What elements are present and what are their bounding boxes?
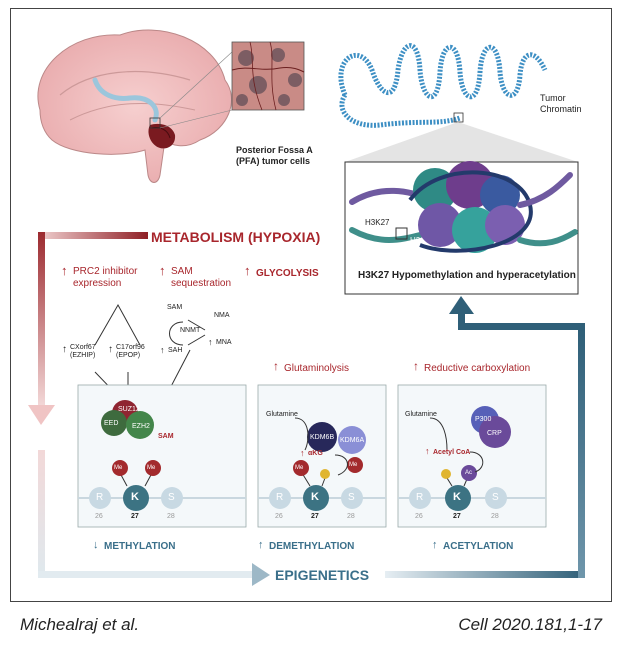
cycle-nma: NMA — [214, 312, 230, 319]
up-arrow-acetylcoa: ↑ — [425, 446, 430, 456]
c17orf96-line2: (EPOP) — [116, 352, 141, 359]
glycolysis-label: GLYCOLYSIS — [256, 268, 319, 279]
ac-badge: Ac — [465, 470, 473, 476]
kdm6b-label: KDM6B — [310, 434, 335, 441]
sam-seq-line2: sequestration — [171, 278, 232, 289]
akg-label: αKG — [308, 450, 323, 457]
tumor-tissue-inset — [231, 41, 305, 111]
cxorf67-line1: CXorf67 — [70, 344, 96, 351]
me-badge-2: Me — [147, 465, 156, 471]
glutaminolysis-label: Glutaminolysis — [284, 363, 350, 374]
up-arrow-reductive: ↑ — [413, 359, 419, 373]
eed-label: EED — [104, 420, 119, 427]
acetyl-coa-label: Acetyl CoA — [433, 449, 471, 456]
prc2-line2: expression — [73, 278, 122, 289]
tumor-chromatin-line1: Tumor — [540, 93, 566, 103]
num-28-1: 28 — [167, 513, 175, 520]
num-26-1: 26 — [95, 513, 103, 520]
nucleosome-panel — [344, 161, 579, 295]
cxorf67-line2: (EZHIP) — [70, 352, 96, 359]
cycle-nnmt: NNMT — [180, 327, 201, 334]
up-arrow-glutaminolysis: ↑ — [273, 359, 279, 373]
brain-illustration — [37, 29, 233, 183]
acetylation-footer: ACETYLATION — [443, 541, 514, 552]
residue-r-2: R — [276, 492, 284, 503]
panel1-sam-label: SAM — [158, 433, 174, 440]
methylation-footer: METHYLATION — [104, 541, 176, 552]
residue-s-2: S — [348, 492, 355, 503]
up-arrow-acetylation: ↑ — [432, 539, 438, 551]
up-arrow-cxorf67: ↑ — [62, 344, 67, 355]
authors-citation: Michealraj et al. — [20, 615, 140, 634]
pfa-title-line1: Posterior Fossa A — [236, 145, 313, 155]
tumor-chromatin-line2: Chromatin — [540, 104, 582, 114]
up-arrow-demethylation: ↑ — [258, 539, 264, 551]
tumor-chromatin-fiber — [338, 43, 578, 162]
prc2-line1: PRC2 inhibitor — [73, 266, 138, 277]
residue-r-1: R — [96, 492, 104, 503]
up-arrow-akg: ↑ — [300, 448, 305, 458]
panel2-glutamine: Glutamine — [266, 411, 298, 418]
panel-methylation — [77, 384, 247, 528]
up-arrow-prc2: ↑ — [61, 263, 68, 278]
down-arrow-methylation: ↓ — [93, 539, 99, 551]
cycle-mna: MNA — [216, 339, 232, 346]
panel-acetylation — [397, 384, 547, 528]
up-arrow-sah: ↑ — [160, 345, 165, 355]
pfa-title-line2: (PFA) tumor cells — [236, 156, 311, 166]
demethylation-footer: DEMETHYLATION — [269, 541, 355, 552]
num-28-3: 28 — [491, 513, 499, 520]
num-26-3: 26 — [415, 513, 423, 520]
crp-label: CRP — [487, 430, 502, 437]
num-26-2: 26 — [275, 513, 283, 520]
up-arrow-mna: ↑ — [208, 337, 213, 347]
c17orf96-line1: C17orf96 — [116, 344, 145, 351]
h3k27-label: H3K27 — [365, 218, 390, 227]
metabolism-arrow — [28, 232, 148, 425]
me-badge-4: Me — [349, 462, 358, 468]
reductive-carboxylation-label: Reductive carboxylation — [424, 363, 531, 374]
p300-label: P300 — [475, 416, 492, 423]
nucleosome-caption: H3K27 Hypomethylation and hyperacetylati… — [358, 270, 576, 281]
residue-s-1: S — [168, 492, 175, 503]
kdm6a-label: KDM6A — [340, 437, 365, 444]
num-27-2: 27 — [311, 513, 319, 520]
residue-k-3: K — [453, 491, 461, 503]
residue-s-3: S — [492, 492, 499, 503]
epigenetics-label: EPIGENETICS — [275, 567, 370, 583]
up-arrow-sam: ↑ — [159, 263, 166, 278]
cycle-sah: SAH — [168, 347, 183, 354]
h3-label: H3 — [410, 236, 421, 245]
epigenetics-arrow — [38, 296, 585, 586]
cycle-sam: SAM — [167, 304, 183, 311]
up-arrow-glycolysis: ↑ — [244, 263, 251, 278]
ezh2-label: EZH2 — [132, 423, 150, 430]
up-arrow-c17orf96: ↑ — [108, 344, 113, 355]
me-badge-3: Me — [295, 465, 304, 471]
sam-seq-line1: SAM — [171, 266, 193, 277]
metabolism-title: METABOLISM (HYPOXIA) — [151, 229, 321, 245]
me-badge-1: Me — [114, 465, 123, 471]
panel-demethylation — [257, 384, 387, 528]
residue-r-3: R — [416, 492, 424, 503]
num-27-3: 27 — [453, 513, 461, 520]
num-28-2: 28 — [347, 513, 355, 520]
residue-k-2: K — [311, 491, 319, 503]
journal-citation: Cell 2020.181,1-17 — [458, 615, 602, 634]
panel3-glutamine: Glutamine — [405, 411, 437, 418]
num-27-1: 27 — [131, 513, 139, 520]
suz12-label: SUZ12 — [118, 406, 140, 413]
residue-k-1: K — [131, 491, 139, 503]
